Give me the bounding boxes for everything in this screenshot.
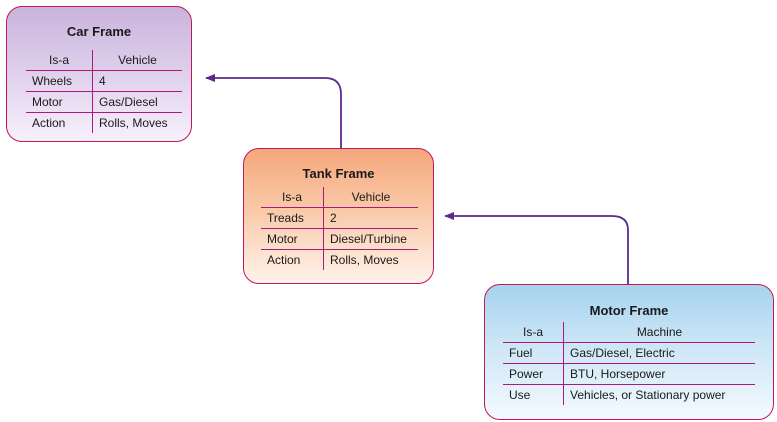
slot-value: 4 — [92, 70, 182, 92]
motor-frame-slots: Is-a Machine Fuel Gas/Diesel, Electric P… — [503, 322, 755, 405]
slot-row: Action Rolls, Moves — [261, 249, 418, 270]
motor-frame-title: Motor Frame — [589, 303, 669, 318]
motor-frame-box: Motor Frame Is-a Machine Fuel Gas/Diesel… — [484, 284, 774, 420]
car-frame-slots: Is-a Vehicle Wheels 4 Motor Gas/Diesel A… — [26, 50, 182, 133]
slot-key: Motor — [261, 228, 324, 250]
slot-row: Power BTU, Horsepower — [503, 363, 755, 385]
slot-value: Diesel/Turbine — [323, 228, 418, 250]
slot-row: Is-a Vehicle — [26, 50, 182, 71]
slot-row: Motor Diesel/Turbine — [261, 228, 418, 250]
slot-key: Is-a — [261, 187, 324, 208]
slot-value: 2 — [323, 207, 418, 229]
slot-key: Is-a — [503, 322, 564, 343]
slot-row: Wheels 4 — [26, 70, 182, 92]
slot-value: Rolls, Moves — [99, 116, 168, 130]
slot-key: Wheels — [26, 70, 93, 92]
motor-to-tank-arrow — [444, 212, 629, 284]
tank-frame-box: Tank Frame Is-a Vehicle Treads 2 Motor D… — [243, 148, 434, 284]
car-frame-title: Car Frame — [66, 24, 132, 39]
slot-value: Vehicle — [323, 187, 418, 208]
slot-key: Power — [503, 363, 564, 385]
slot-key: Treads — [261, 207, 324, 229]
slot-key: Fuel — [503, 342, 564, 364]
slot-value: Machine — [563, 322, 755, 343]
slot-value: Gas/Diesel, Electric — [563, 342, 755, 364]
slot-key: Motor — [26, 91, 93, 113]
slot-key: Is-a — [26, 50, 93, 71]
slot-row: Is-a Machine — [503, 322, 755, 343]
slot-value: Vehicle — [92, 50, 182, 71]
slot-row: Use Vehicles, or Stationary power — [503, 384, 755, 405]
tank-frame-title: Tank Frame — [302, 166, 375, 181]
slot-key: Action — [26, 112, 93, 133]
slot-key: Use — [503, 384, 564, 405]
tank-to-car-arrow — [205, 74, 342, 148]
slot-row: Action Rolls, Moves — [26, 112, 182, 133]
tank-frame-slots: Is-a Vehicle Treads 2 Motor Diesel/Turbi… — [261, 187, 418, 270]
slot-row: Is-a Vehicle — [261, 187, 418, 208]
slot-value: Gas/Diesel — [92, 91, 182, 113]
slot-value: BTU, Horsepower — [563, 363, 755, 385]
slot-value: Rolls, Moves — [330, 253, 399, 267]
slot-row: Fuel Gas/Diesel, Electric — [503, 342, 755, 364]
slot-row: Motor Gas/Diesel — [26, 91, 182, 113]
slot-key: Action — [261, 249, 324, 270]
slot-value: Vehicles, or Stationary power — [570, 388, 726, 402]
car-frame-box: Car Frame Is-a Vehicle Wheels 4 Motor Ga… — [6, 6, 192, 142]
slot-row: Treads 2 — [261, 207, 418, 229]
